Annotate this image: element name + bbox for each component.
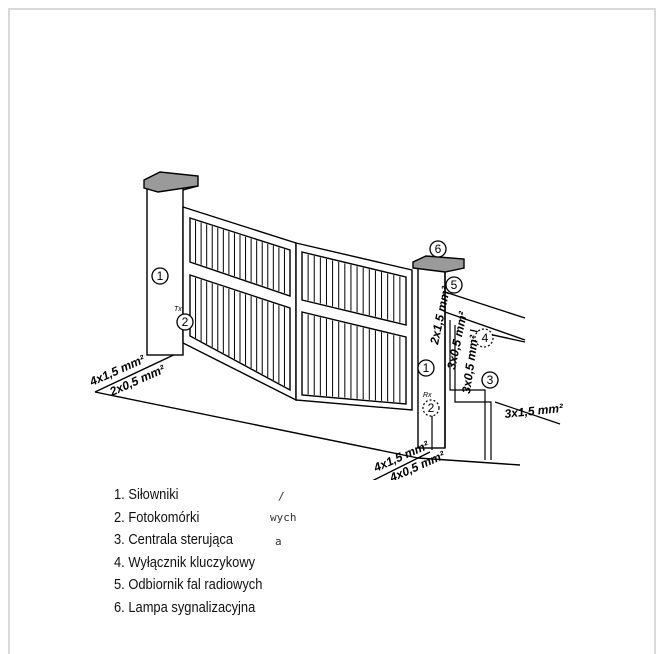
stray-text-slash: / xyxy=(278,490,285,503)
legend-item-key-switch: 4. Wyłącznik kluczykowy xyxy=(114,553,256,571)
legend-item-signal-lamp: 6. Lampa sygnalizacyjna xyxy=(114,598,256,616)
callout-4: 4 xyxy=(482,331,489,345)
callout-5: 5 xyxy=(445,276,463,294)
gate-leaf-right xyxy=(295,242,413,411)
ground-lines xyxy=(94,351,521,480)
gate-leaf-left-bars xyxy=(195,220,285,386)
callout-3: 3 xyxy=(481,371,499,389)
legend-item-radio-receiver: 5. Odbiornik fal radiowych xyxy=(114,576,263,594)
callout-6: 6 xyxy=(429,240,447,258)
callout-2-right: 2 xyxy=(428,401,435,415)
tx-mark: Tx xyxy=(174,306,182,313)
stray-text-wych: wych xyxy=(270,511,297,524)
callout-label: 4 xyxy=(482,331,489,345)
callout-label: 1 xyxy=(157,269,164,283)
legend-item-actuators: 1. Siłowniki xyxy=(114,486,179,503)
callout-label: 2 xyxy=(182,315,189,329)
callout-1-right: 1 xyxy=(417,359,435,377)
callout-label: 1 xyxy=(423,361,430,375)
callout-label: 2 xyxy=(428,401,435,415)
wire-label-right: 3x1,5 mm² xyxy=(504,401,565,421)
figure-frame xyxy=(8,8,656,654)
callout-label: 3 xyxy=(487,373,494,387)
callout-label: 5 xyxy=(451,278,458,292)
rx-mark: Rx xyxy=(423,392,432,399)
callout-2-left: 2 xyxy=(176,313,194,331)
key-switch-dashed xyxy=(474,328,494,348)
stray-text-a: a xyxy=(275,535,282,548)
gate-leaf-right-bars xyxy=(307,254,401,403)
legend-list: 1. Siłowniki 2. Fotokomórki 3. Centrala … xyxy=(114,484,287,620)
callout-1-left: 1 xyxy=(151,267,169,285)
legend-item-control-unit: 3. Centrala sterująca xyxy=(114,531,234,549)
gate-wiring-diagram: 1 2 6 5 4 3 1 2 Tx Rx 4x1,5 mm² 2x0,5 mm… xyxy=(87,171,565,480)
callout-label: 6 xyxy=(435,242,442,256)
photocell-rx-dashed xyxy=(422,399,440,417)
legend-item-photocells: 2. Fotokomórki xyxy=(114,508,200,526)
